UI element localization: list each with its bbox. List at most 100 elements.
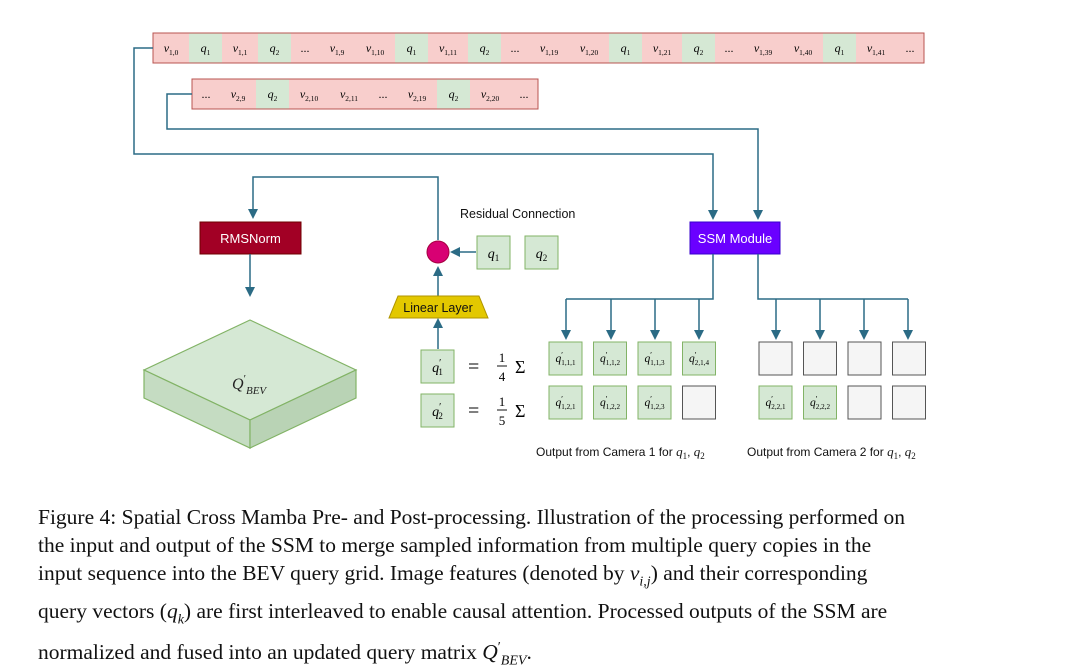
- row2-cell-label: ...: [520, 87, 529, 101]
- bev-query-grid: Q′BEV: [142, 319, 358, 449]
- svg-text:1: 1: [499, 350, 506, 365]
- row1-cell-label: q1: [835, 41, 845, 57]
- cam1-cell: [682, 385, 716, 420]
- query-input-q2: q2: [524, 235, 559, 270]
- rmsnorm-block: RMSNorm: [199, 221, 302, 255]
- row1-cell: q2: [468, 33, 501, 63]
- row2-cell-label: q2: [268, 87, 278, 103]
- aggregation-q1-prime: q′1 = 1 4 Σ: [420, 349, 525, 384]
- arrow-row1-to-ssm: [133, 47, 718, 220]
- row2-cell-label: v2,19: [408, 87, 427, 103]
- row1-cell-label: q2: [480, 41, 490, 57]
- ssm-module-block: SSM Module: [689, 221, 781, 255]
- cam1-cell-label: q′1,2,3: [644, 394, 664, 410]
- ssm-label: SSM Module: [698, 231, 772, 246]
- row1-cell: v1,9: [319, 33, 355, 63]
- cam2-cell: [892, 385, 926, 420]
- linear-layer-label: Linear Layer: [403, 301, 473, 315]
- cam1-cell-label: q′1,1,2: [600, 350, 620, 366]
- row2-cell: v2,11: [329, 79, 369, 109]
- row1-cell-label: v1,9: [330, 41, 345, 57]
- row1-cell: q1: [189, 33, 222, 63]
- arrow-residual-to-rmsnorm: [248, 176, 439, 240]
- row1-cell-label: v1,20: [580, 41, 599, 57]
- row1-cell-label: v1,41: [867, 41, 886, 57]
- row2-cell-label: q2: [449, 87, 459, 103]
- row1-cell: v1,39: [743, 33, 783, 63]
- row1-cell: v1,0: [153, 33, 189, 63]
- cam1-cell-label: q′1,1,3: [644, 350, 664, 366]
- cam1-cell-label: q′1,1,1: [555, 350, 575, 366]
- row2-cell: ...: [510, 79, 538, 109]
- row2-cell-label: ...: [202, 87, 211, 101]
- caption-line-3: input sequence into the BEV query grid. …: [38, 561, 868, 590]
- row2-cell-label: v2,9: [231, 87, 246, 103]
- row2-cell: v2,10: [289, 79, 329, 109]
- row1-cell-label: q1: [201, 41, 211, 57]
- svg-text:Σ: Σ: [515, 401, 525, 421]
- cam1-cell: q′1,2,2: [593, 385, 627, 420]
- row1-cell-label: ...: [906, 41, 915, 55]
- cam2-cell: [803, 341, 837, 376]
- query-input-q1: q1: [476, 235, 511, 270]
- row1-cell: ...: [715, 33, 743, 63]
- row1-cell-label: ...: [511, 41, 520, 55]
- row1-cell-label: v1,19: [540, 41, 559, 57]
- cam2-cell: [892, 341, 926, 376]
- row2-cell-label: ...: [379, 87, 388, 101]
- svg-text:=: =: [468, 400, 479, 422]
- cam2-cell: [847, 341, 882, 376]
- camera-2-output-grid: q′2,2,1 q′2,2,2: [758, 341, 926, 420]
- svg-text:q2: q2: [536, 247, 548, 263]
- row1-cell: v1,41: [856, 33, 896, 63]
- caption-line-5: normalized and fused into an updated que…: [38, 640, 532, 669]
- svg-text:Σ: Σ: [515, 357, 525, 377]
- svg-text:q′1: q′1: [432, 358, 443, 377]
- row2-cell-label: v2,20: [481, 87, 500, 103]
- row1-cell: ...: [501, 33, 529, 63]
- row1-cell-label: v1,39: [754, 41, 773, 57]
- svg-text:5: 5: [499, 413, 506, 428]
- row1-cell-label: v1,0: [164, 41, 179, 57]
- row1-cell: q1: [609, 33, 642, 63]
- camera-1-caption: Output from Camera 1 for q1, q2: [536, 444, 705, 461]
- cam1-cell: q′1,1,1: [548, 341, 583, 376]
- arrow-ssm-to-cam1: [566, 254, 714, 300]
- svg-text:q1: q1: [488, 247, 500, 263]
- cam1-cell-label: q′2,1,4: [689, 350, 709, 366]
- cam2-cell-label: q′2,2,1: [765, 394, 785, 410]
- row2-cell: v2,9: [220, 79, 256, 109]
- figure-caption: Figure 4: Spatial Cross Mamba Pre- and P…: [38, 503, 1058, 669]
- svg-text:1: 1: [499, 394, 506, 409]
- cam1-cell: q′1,2,3: [637, 385, 672, 420]
- row1-cell: q1: [395, 33, 428, 63]
- row1-cell: ...: [291, 33, 319, 63]
- rmsnorm-label: RMSNorm: [220, 231, 281, 246]
- caption-line-2: the input and output of the SSM to merge…: [38, 533, 872, 558]
- cam1-cell-label: q′1,2,2: [600, 394, 620, 410]
- aggregation-q2-prime: q′2 = 1 5 Σ: [420, 393, 525, 428]
- residual-connection-label: Residual Connection: [460, 207, 575, 221]
- linear-layer-block: Linear Layer: [388, 295, 489, 319]
- row1-cell: q1: [823, 33, 856, 63]
- row2-cell: ...: [369, 79, 397, 109]
- row1-cell-label: v1,10: [366, 41, 385, 57]
- caption-line-1: Figure 4: Spatial Cross Mamba Pre- and P…: [38, 505, 906, 529]
- row1-cell: v1,21: [642, 33, 682, 63]
- svg-text:=: =: [468, 356, 479, 378]
- svg-text:q′2: q′2: [432, 402, 443, 421]
- cam2-cell: [847, 385, 882, 420]
- cam2-cell: [758, 341, 793, 376]
- row2-cell: v2,19: [397, 79, 437, 109]
- row1-cell: ...: [896, 33, 924, 63]
- row1-cell-label: ...: [725, 41, 734, 55]
- row1-cell-label: q1: [621, 41, 631, 57]
- row1-cell-label: q2: [694, 41, 704, 57]
- cam2-cell: q′2,2,2: [803, 385, 837, 420]
- arrow-ssm-to-cam2: [757, 254, 908, 300]
- cam2-cell-label: q′2,2,2: [810, 394, 830, 410]
- row1-cell: v1,19: [529, 33, 569, 63]
